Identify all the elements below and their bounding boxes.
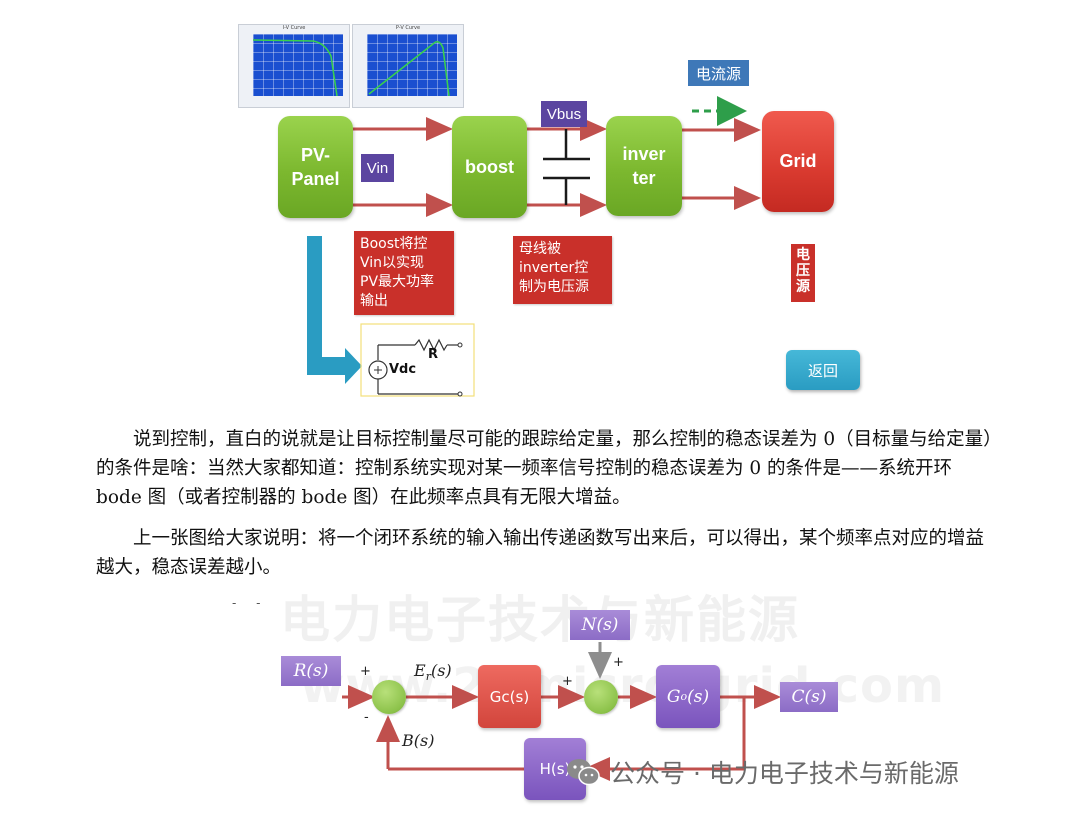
paragraph-gain-error: 上一张图给大家说明：将一个闭环系统的输入输出传递函数写出来后，可以得出，某个频率… [96,528,985,578]
boost-block: boost [452,116,527,218]
block-diagram-wires [342,642,781,781]
feedback-signal-label: B(s) [402,731,435,750]
inverter-block: inver ter [606,116,682,216]
plant-symbol: G [666,686,681,707]
controller-block: Gc(s) [478,665,541,728]
error-label: Er(s) [414,661,452,683]
bus-note: 母线被 inverter控 制为电压源 [513,236,612,304]
boost-note: Boost将控 Vin以实现 PV最大功率 输出 [354,231,454,315]
wechat-watermark: 公众号 · 电力电子技术与新能源 [566,754,959,790]
sum1-minus-sign: - [364,710,369,725]
error-subscript: r [425,670,431,684]
plant-argument: (s) [687,686,710,707]
dash-marks: - - [232,596,269,610]
iv-curve-line [253,39,338,96]
pv-curve-line [368,41,450,96]
noise-signal: N(s) [570,610,630,640]
watermark-text: 电力电子技术与新能源 [280,591,800,649]
wechat-watermark-text: 公众号 · 电力电子技术与新能源 [610,759,959,788]
iv-curve-chart: I-V Curve [238,24,350,108]
current-source-label: 电流源 [688,60,749,86]
sum2-plus-sign-left: + [562,674,573,689]
output-signal: C(s) [780,682,838,712]
back-button[interactable]: 返回 [786,350,860,390]
paragraph-control-condition: 说到控制，直白的说就是让目标控制量尽可能的跟踪给定量，那么控制的稳态误差为 0（… [96,429,993,508]
summing-junction-error [372,680,406,714]
sum2-plus-sign-top: + [613,655,624,670]
plant-subscript: o [680,690,688,703]
error-symbol: E [414,661,426,680]
voltage-source-note: 电 压 源 [791,244,815,302]
grid-block: Grid [762,111,834,212]
pv-curve-title: P-V Curve [395,25,421,31]
summing-junction-disturbance [584,680,618,714]
pv-panel-block: PV- Panel [278,116,353,218]
sum1-plus-sign: + [360,664,371,679]
circuit-r-label: R [428,347,439,362]
wechat-icon [566,757,600,787]
feedback-block: H(s) [524,738,586,800]
iv-curve-title: I-V Curve [282,25,306,31]
input-signal: R(s) [281,656,341,686]
vin-label: Vin [361,154,394,182]
pv-curve-chart: P-V Curve [352,24,464,108]
vbus-label: Vbus [541,101,587,127]
top-wires [307,96,761,397]
iv-curve-plot [253,34,343,96]
circuit-vdc-label: Vdc [389,362,417,377]
error-argument: (s) [430,661,452,680]
